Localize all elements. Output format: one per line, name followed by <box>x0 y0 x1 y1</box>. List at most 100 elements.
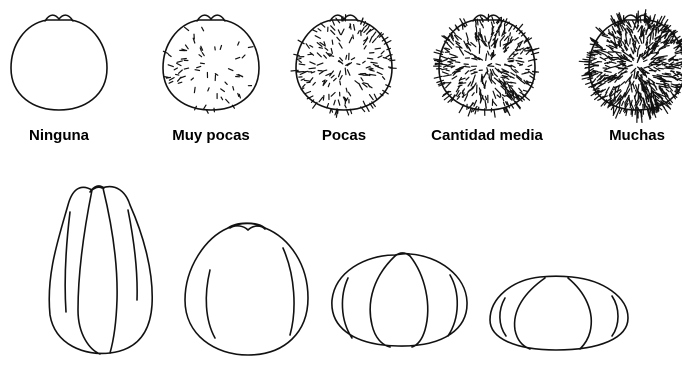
hair <box>607 40 609 43</box>
hair <box>168 65 173 67</box>
label-muy-pocas: Muy pocas <box>143 127 279 144</box>
hair <box>462 91 463 94</box>
hair <box>505 36 509 40</box>
hair <box>325 48 328 50</box>
hair <box>357 64 360 65</box>
hair <box>468 82 471 86</box>
hair <box>495 74 498 77</box>
hair <box>364 83 368 84</box>
hair <box>368 84 370 87</box>
hair <box>495 88 500 93</box>
hair <box>378 67 383 69</box>
hair <box>446 70 449 71</box>
hair <box>598 72 602 73</box>
edge-hair <box>366 106 369 112</box>
edge-hair <box>291 70 298 71</box>
hair <box>476 27 477 34</box>
fruit-shape-oblate <box>332 253 467 347</box>
hair <box>312 30 317 32</box>
hair <box>634 48 635 53</box>
hair <box>180 76 185 78</box>
hair <box>627 60 632 62</box>
label-cantidad-media: Cantidad media <box>419 127 555 144</box>
hair <box>473 75 476 82</box>
hair <box>328 83 329 86</box>
hair <box>199 55 202 57</box>
hair <box>208 88 209 91</box>
hair <box>630 30 632 35</box>
hair <box>444 75 452 77</box>
hair <box>338 100 340 105</box>
hair <box>448 58 454 61</box>
hair <box>486 54 487 61</box>
hair <box>501 36 505 41</box>
hair <box>670 67 679 68</box>
hair <box>493 91 496 98</box>
hair <box>601 51 606 53</box>
hair <box>666 89 669 91</box>
hair <box>331 26 335 30</box>
hair <box>363 61 366 63</box>
hair <box>321 23 325 27</box>
hair <box>383 77 385 80</box>
hair <box>202 27 204 31</box>
hair <box>368 25 370 29</box>
hair <box>229 69 233 71</box>
hair <box>346 55 347 59</box>
hair <box>237 75 242 77</box>
edge-hair <box>330 109 331 113</box>
hair <box>631 48 634 54</box>
hair <box>331 93 335 97</box>
hair <box>629 81 631 87</box>
hair <box>334 100 335 105</box>
hair <box>373 38 377 42</box>
edge-hair <box>434 76 442 78</box>
hair <box>501 77 505 78</box>
edge-hair <box>515 102 520 109</box>
hair <box>306 44 309 49</box>
hair <box>303 85 305 88</box>
edge-hair <box>642 111 643 117</box>
hair <box>485 85 486 88</box>
hair <box>185 27 189 30</box>
hair <box>315 36 320 39</box>
hair <box>482 25 483 28</box>
hair <box>345 68 346 75</box>
hair <box>233 87 234 90</box>
hair <box>524 90 528 91</box>
hair <box>657 75 662 76</box>
hair <box>633 84 634 89</box>
hair <box>485 96 486 99</box>
hair <box>458 85 462 86</box>
hair <box>353 35 354 39</box>
hair <box>372 32 375 37</box>
hair <box>647 88 648 94</box>
hair <box>442 69 447 70</box>
hair <box>339 43 342 48</box>
hair <box>181 59 186 60</box>
hair <box>503 97 504 100</box>
hair <box>484 72 487 78</box>
hair <box>324 55 327 58</box>
hair <box>474 100 477 106</box>
hair <box>364 46 366 49</box>
hair <box>238 94 239 97</box>
hair <box>644 60 647 62</box>
hair <box>604 71 611 72</box>
hair <box>169 81 173 83</box>
hairy-fruit <box>163 15 259 113</box>
hair <box>331 30 335 34</box>
hair <box>248 47 253 48</box>
edge-hair <box>475 110 476 114</box>
hair <box>450 54 456 56</box>
hair <box>631 108 632 114</box>
hair <box>516 61 524 63</box>
hair <box>346 88 347 92</box>
hair <box>225 82 227 84</box>
hair <box>634 71 635 78</box>
hair <box>485 36 486 42</box>
hair <box>370 37 372 42</box>
hair <box>646 72 649 74</box>
hair <box>341 29 344 34</box>
